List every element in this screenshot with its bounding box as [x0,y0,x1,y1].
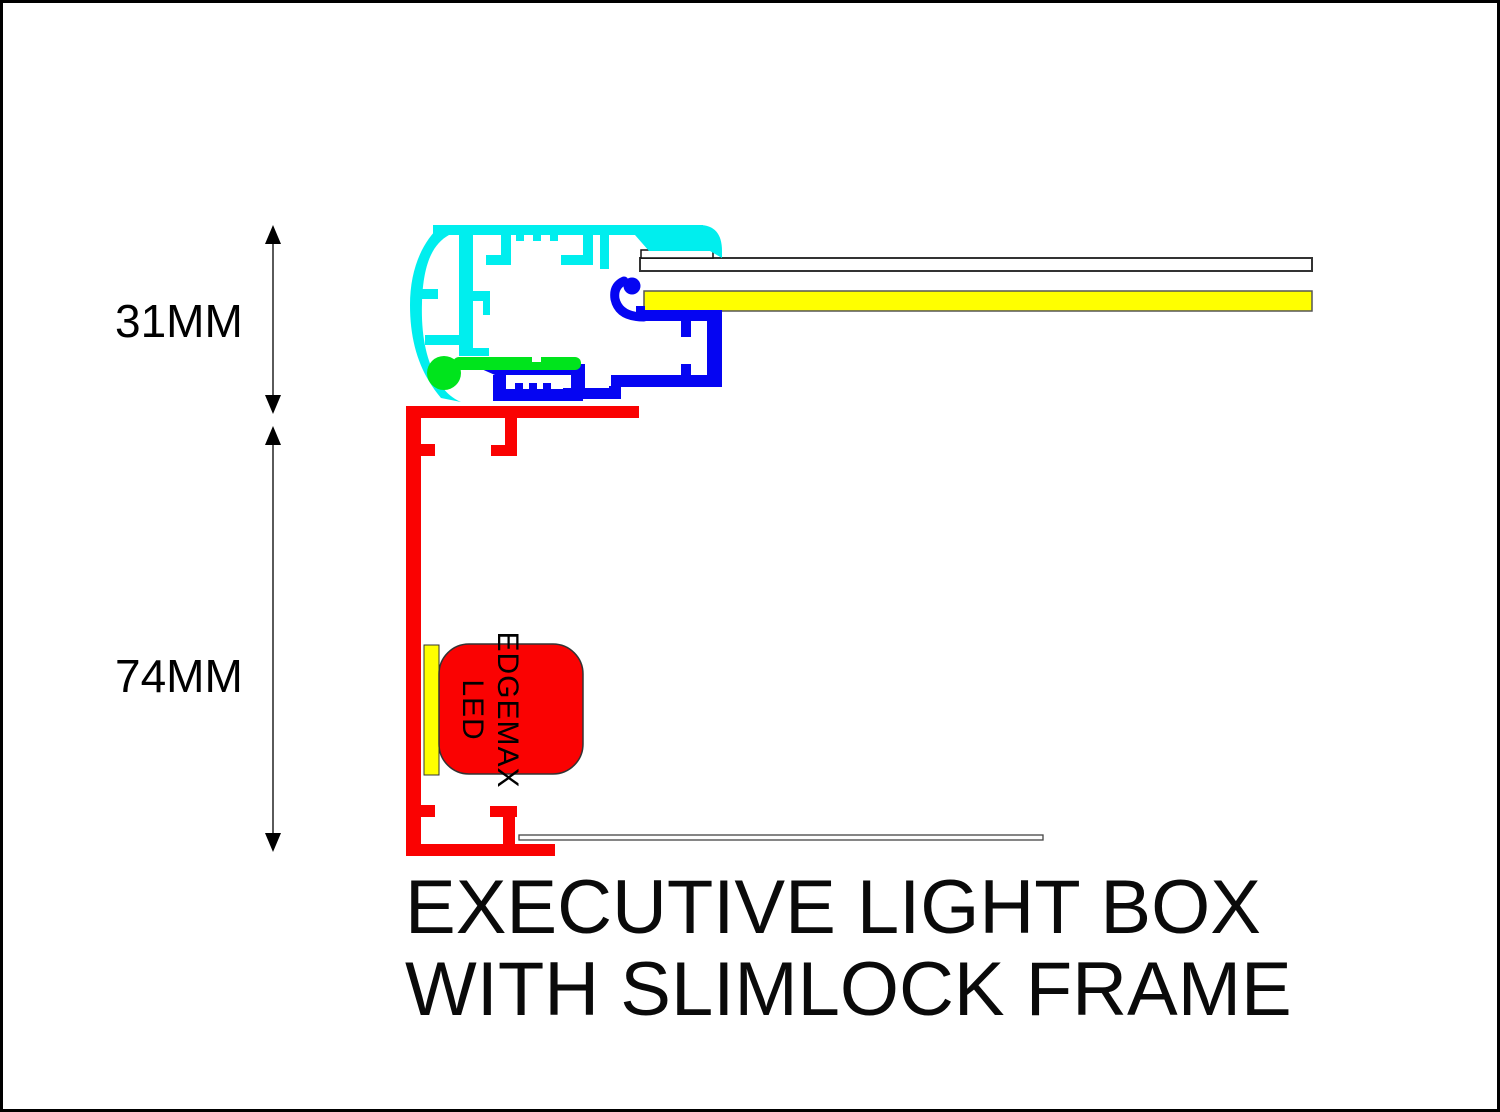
led-module [423,643,584,776]
arrow-up-icon [265,225,281,244]
led-module-label-line2: LED [456,679,490,741]
arrow-down-icon [265,395,281,414]
gasket-bead [427,356,461,390]
cyan-right-corner [635,225,722,258]
dim-label-31mm: 31MM [115,295,243,347]
panel-group [518,249,1313,841]
cyan-top-bar [433,225,703,235]
dim-label-74mm: 74MM [115,650,243,702]
led-module-body [438,643,584,775]
red-left-wall [406,406,421,856]
gasket-strip [453,357,581,370]
gasket-green [427,356,581,390]
led-strip-yellow [423,644,440,776]
title-line-2: WITH SLIMLOCK FRAME [405,947,1292,1032]
dimension-31mm [265,225,281,414]
dimension-74mm [265,426,281,852]
cyan-left-crescent [410,225,461,402]
red-top-bar [406,406,639,418]
led-module-label: EDGEMAX LED [454,625,525,795]
arrow-up-icon [265,426,281,445]
profile-drawing [265,225,1313,856]
base-frame-profile-red [406,406,639,856]
led-module-label-line1: EDGEMAX [491,631,524,789]
diffuser-panel-long [639,257,1313,272]
back-panel-line [518,834,1044,841]
title-line-1: EXECUTIVE LIGHT BOX [405,865,1261,950]
hook-curl [610,276,649,322]
top-frame-profile-cyan [410,225,722,402]
inner-frame-profile-blue [470,276,722,401]
acrylic-panel-yellow [643,290,1313,312]
arrow-down-icon [265,833,281,852]
diffuser-panel-short [640,249,714,259]
red-bottom-bar [406,844,555,856]
